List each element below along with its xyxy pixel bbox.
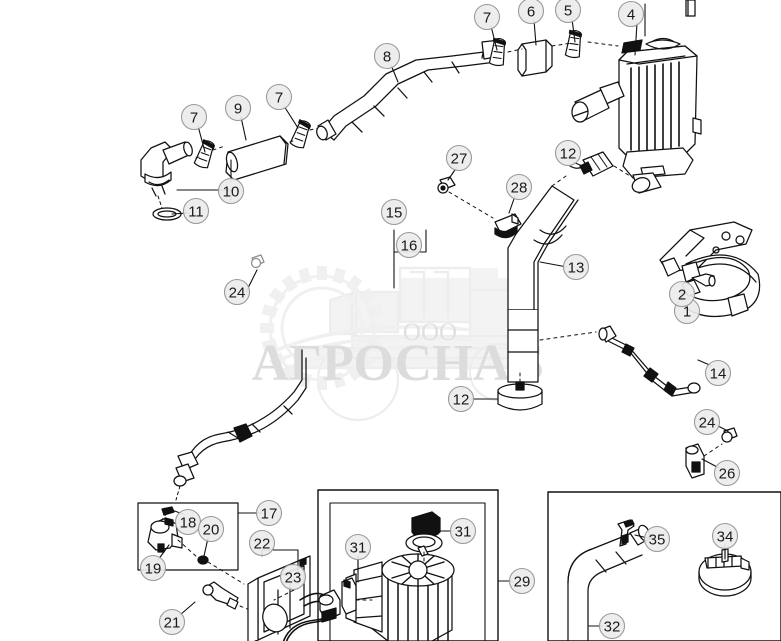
mounting-clip-26 xyxy=(685,443,705,479)
control-valve-19 xyxy=(147,517,183,553)
compressor-body xyxy=(345,553,455,641)
bracket-leader-15-16 xyxy=(393,229,427,289)
group-box-17 xyxy=(137,502,239,571)
hose-coupler-6 xyxy=(517,39,553,77)
hose-clamp-12-bottom xyxy=(497,381,543,411)
intake-hose xyxy=(316,39,503,141)
air-cleaner-assembly xyxy=(571,3,702,194)
hose-clamp-7-right xyxy=(289,118,313,150)
fitting-bolt-21 xyxy=(202,581,239,610)
hex-bolt-24-left xyxy=(250,254,265,269)
elbow-fitting-10 xyxy=(140,141,193,197)
group-box-29 xyxy=(317,489,499,641)
group-box-hardware xyxy=(547,491,781,641)
hex-bolt-24-right xyxy=(721,427,738,443)
hose-clamp-12-top xyxy=(579,151,614,177)
solenoid-valve-31-top xyxy=(405,511,443,557)
filter-housing-22 xyxy=(247,555,311,641)
connector-rod-14 xyxy=(598,325,701,397)
sensor-fitting-27 xyxy=(437,176,456,194)
mounting-bracket-band xyxy=(659,221,761,317)
group-box-29-inner xyxy=(329,502,486,641)
retaining-pin-18 xyxy=(161,506,175,516)
worm-drive-clamp-34 xyxy=(698,548,752,597)
elbow-hose-32 xyxy=(567,524,653,641)
left-hose-line xyxy=(173,349,307,501)
hose-sleeve-9 xyxy=(225,135,289,181)
seal-plug-20 xyxy=(197,555,209,565)
intake-tube-13 xyxy=(507,161,589,383)
small-cylinder-part xyxy=(685,0,696,17)
cable-clip-35 xyxy=(617,519,635,547)
solenoid-valve-31-left xyxy=(318,577,357,623)
hose-bracket-28 xyxy=(494,213,522,239)
hose-clamp-7-mid xyxy=(193,138,217,170)
